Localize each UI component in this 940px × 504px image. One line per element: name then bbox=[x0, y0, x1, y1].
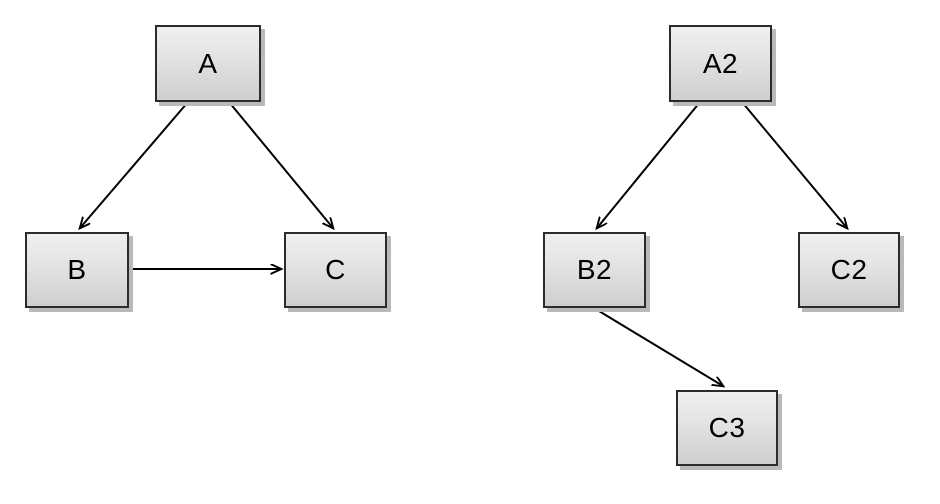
node-c2-label: C2 bbox=[830, 254, 868, 285]
node-c[interactable]: C bbox=[284, 232, 387, 308]
edge-a2-to-b2 bbox=[597, 101, 701, 228]
node-c2[interactable]: C2 bbox=[798, 232, 900, 308]
node-b[interactable]: B bbox=[25, 232, 129, 308]
edge-a-to-b bbox=[80, 101, 189, 228]
edge-a2-to-c2 bbox=[741, 101, 847, 228]
edge-a-to-c bbox=[228, 101, 333, 228]
node-a-label: A bbox=[198, 47, 218, 79]
edge-b2-to-c3 bbox=[593, 307, 723, 386]
node-c-label: C bbox=[325, 254, 346, 285]
node-a2[interactable]: A2 bbox=[669, 25, 772, 102]
node-a2-label: A2 bbox=[702, 47, 739, 79]
node-b-label: B bbox=[67, 254, 87, 285]
node-b2-label: B2 bbox=[576, 254, 613, 285]
node-c3[interactable]: C3 bbox=[676, 390, 778, 466]
node-b2[interactable]: B2 bbox=[543, 232, 646, 308]
node-c3-label: C3 bbox=[708, 412, 746, 443]
node-a[interactable]: A bbox=[155, 25, 261, 102]
